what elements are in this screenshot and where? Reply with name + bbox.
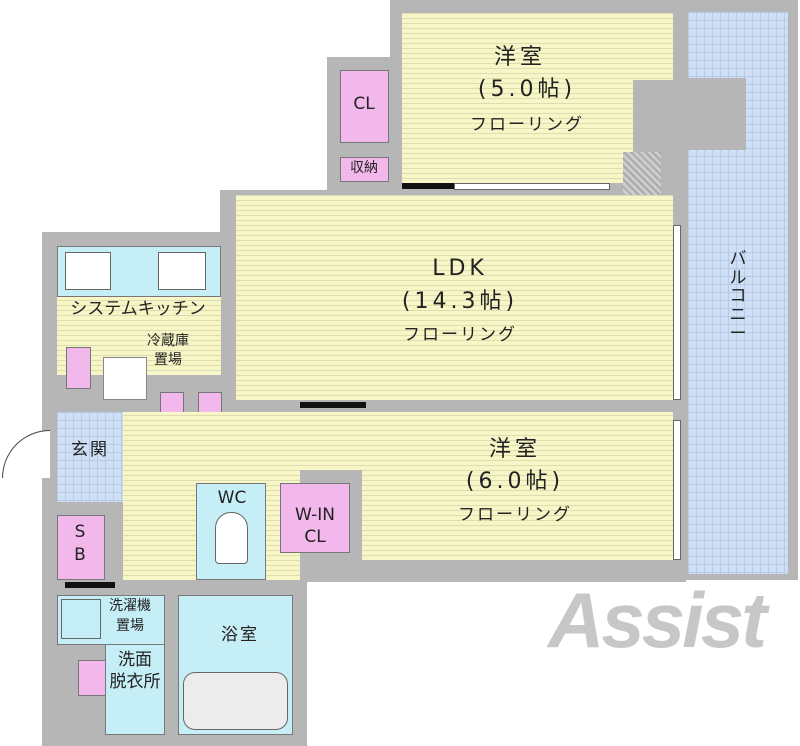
fridge-space	[103, 357, 147, 400]
balcony-label: バルコニー	[729, 249, 747, 344]
washroom-label: 脱衣所	[109, 672, 161, 692]
washroom-label: 洗面	[118, 650, 152, 670]
storage-label: 収納	[350, 160, 378, 176]
sliding-door[interactable]	[402, 183, 454, 189]
wic-label: W-IN	[295, 505, 335, 525]
duct	[623, 152, 661, 202]
entrance-label: 玄関	[71, 440, 109, 460]
washer-icon	[61, 599, 101, 639]
window	[673, 420, 681, 560]
room-floor: フローリング	[458, 505, 572, 525]
toilet-label: WC	[217, 488, 247, 508]
room-ldk	[236, 195, 673, 400]
storage	[198, 392, 222, 413]
washer-space	[57, 595, 165, 645]
room-name: 洋室	[493, 45, 547, 70]
room-size: (5.0帖)	[477, 77, 577, 102]
sliding-door[interactable]	[65, 582, 115, 588]
fridge-label: 冷蔵庫	[147, 333, 189, 349]
bathroom-label: 浴室	[221, 625, 259, 645]
bathtub-icon	[183, 672, 288, 730]
shoe-box	[57, 515, 105, 580]
window	[673, 225, 681, 400]
entrance	[57, 412, 123, 502]
sliding-door[interactable]	[454, 183, 610, 190]
room-floor: フローリング	[470, 115, 584, 135]
shoe-box-label: S	[74, 522, 88, 542]
room-name: 洋室	[488, 437, 542, 462]
toilet-icon	[215, 512, 248, 564]
closet-label: CL	[353, 94, 375, 114]
storage	[66, 347, 91, 389]
sliding-door[interactable]	[300, 402, 366, 408]
stove-icon	[65, 252, 111, 290]
pillar	[660, 78, 746, 150]
room-size: (14.3帖)	[401, 289, 519, 314]
room-western-6	[362, 412, 673, 560]
walk-in-closet	[280, 483, 350, 553]
kitchen-label: システムキッチン	[70, 299, 206, 319]
wic-label: CL	[304, 527, 326, 547]
storage	[340, 157, 389, 182]
washer-label: 洗濯機	[109, 598, 151, 614]
closet	[340, 70, 389, 143]
room-size: (6.0帖)	[465, 469, 565, 494]
storage	[78, 660, 106, 696]
washer-label: 置場	[116, 618, 144, 634]
shoe-box-label: B	[74, 545, 88, 565]
room-name: LDK	[432, 256, 488, 281]
assist-logo: Assist	[548, 576, 767, 664]
room-floor: フローリング	[403, 325, 517, 345]
sink-icon	[158, 252, 206, 290]
storage	[160, 392, 184, 413]
entrance-door[interactable]	[2, 430, 50, 478]
fridge-label: 置場	[154, 352, 182, 368]
